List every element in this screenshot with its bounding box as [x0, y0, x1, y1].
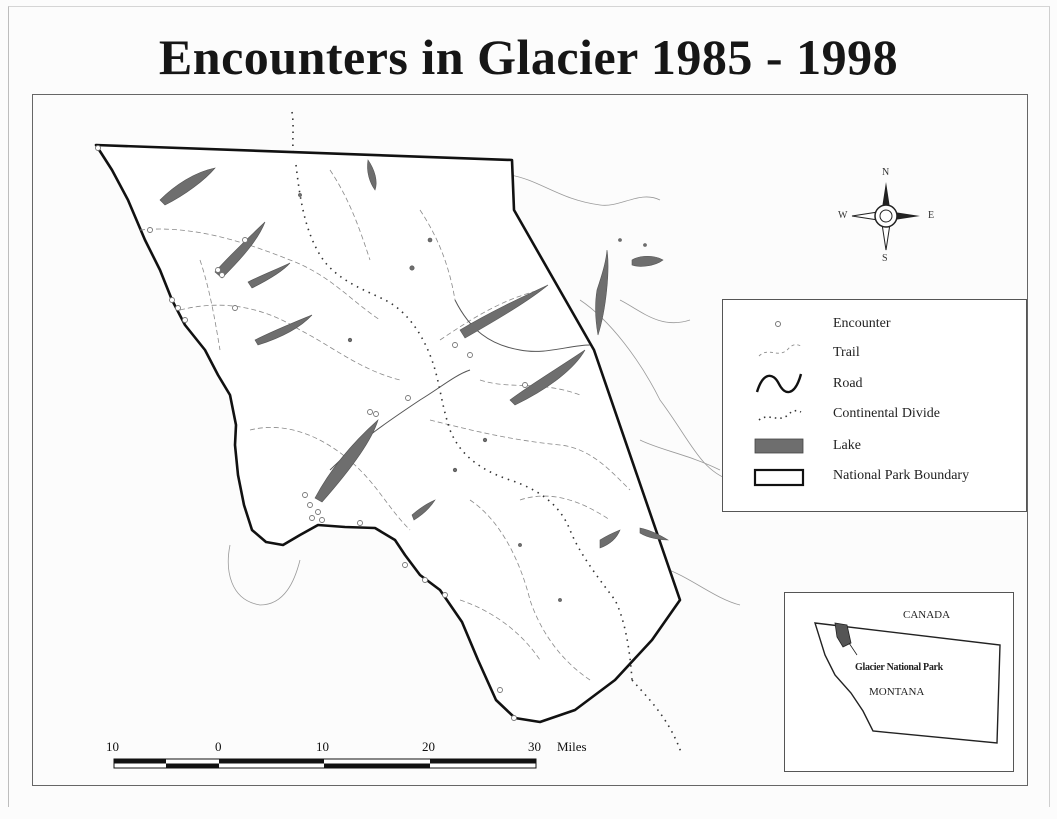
legend-encounter-label: Encounter: [833, 316, 891, 331]
montana-outline: [814, 622, 1001, 744]
compass-east-label: E: [928, 210, 935, 221]
legend-road-symbol: [755, 373, 803, 394]
scale-tick-label: 10: [316, 739, 329, 754]
compass-rose: [851, 182, 920, 251]
park-boundary: [94, 143, 682, 724]
inset-montana-label: MONTANA: [869, 686, 925, 698]
map-frame: [32, 94, 1028, 786]
inset-map: CANADA Glacier National Park MONTANA: [784, 592, 1014, 772]
legend-road-label: Road: [833, 376, 863, 391]
compass-west-label: W: [838, 210, 848, 221]
inset-canada-label: CANADA: [903, 609, 951, 621]
legend-lake-symbol: [754, 438, 804, 454]
legend-trail-symbol: [758, 344, 802, 357]
legend-lake-label: Lake: [833, 438, 861, 453]
scale-bar: [113, 758, 537, 769]
legend-boundary-label: National Park Boundary: [833, 468, 970, 483]
lakes: [159, 159, 670, 602]
inset-park-label: Glacier National Park: [855, 662, 943, 673]
scale-tick-label: 20: [422, 739, 435, 754]
legend-trail-label: Trail: [833, 345, 860, 360]
legend-symbols: [753, 321, 805, 487]
legend-encounter-symbol: [775, 321, 781, 327]
scale-units-label: Miles: [557, 739, 587, 754]
scale-tick-label: 10: [106, 739, 119, 754]
map-legend: Encounter Trail Road Continental Divide …: [722, 299, 1027, 512]
map-title: Encounters in Glacier 1985 - 1998: [158, 29, 899, 85]
encounter-points: [95, 145, 528, 721]
scale-tick-label: 0: [215, 739, 222, 754]
legend-divide-label: Continental Divide: [833, 406, 940, 421]
inset-park-marker: [834, 622, 852, 648]
park-trails: [139, 169, 631, 681]
legend-divide-symbol: [758, 409, 802, 421]
compass-north-label: N: [882, 167, 890, 178]
scale-tick-label: 30: [528, 739, 541, 754]
legend-boundary-symbol: [753, 468, 805, 487]
compass-south-label: S: [882, 253, 888, 264]
page-border: [8, 6, 1050, 807]
